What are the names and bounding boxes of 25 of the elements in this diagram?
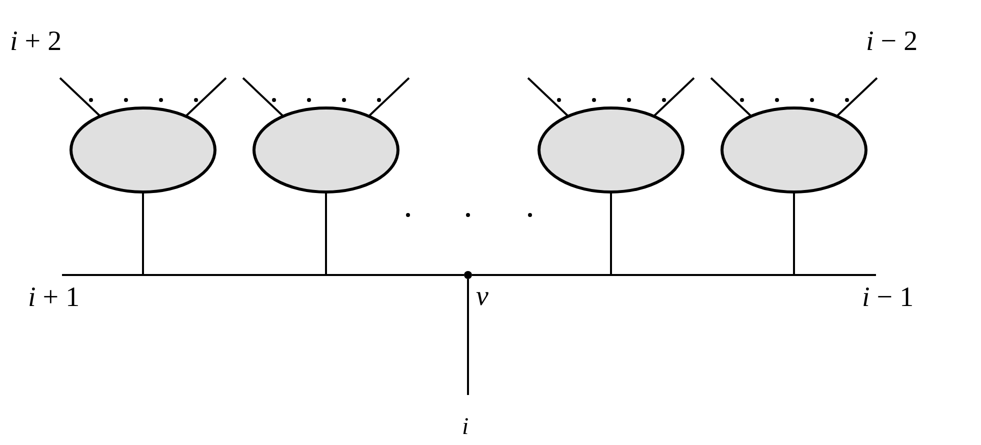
- connector-line: [62, 274, 464, 276]
- index-label: i: [462, 415, 469, 439]
- index-label: i − 1: [862, 284, 914, 312]
- connector-line: [59, 77, 101, 117]
- connector-line: [472, 274, 876, 276]
- ellipse-node: [69, 106, 217, 194]
- connector-line: [710, 77, 752, 117]
- index-label: i + 1: [28, 284, 80, 312]
- connector-line: [653, 77, 695, 117]
- ellipse-node: [252, 106, 400, 194]
- connector-line: [610, 192, 612, 275]
- ellipse-node: [537, 106, 685, 194]
- ellipse-node: [720, 106, 868, 194]
- connector-line: [467, 279, 469, 395]
- connector-line: [368, 77, 410, 117]
- connector-line: [793, 192, 795, 275]
- vertex-label: v: [476, 283, 488, 311]
- connector-line: [325, 192, 327, 275]
- connector-line: [185, 77, 227, 117]
- connector-line: [142, 192, 144, 275]
- index-label: i − 2: [866, 28, 918, 56]
- connector-line: [527, 77, 569, 117]
- connector-line: [836, 77, 878, 117]
- connector-line: [242, 77, 284, 117]
- index-label: i + 2: [10, 28, 62, 56]
